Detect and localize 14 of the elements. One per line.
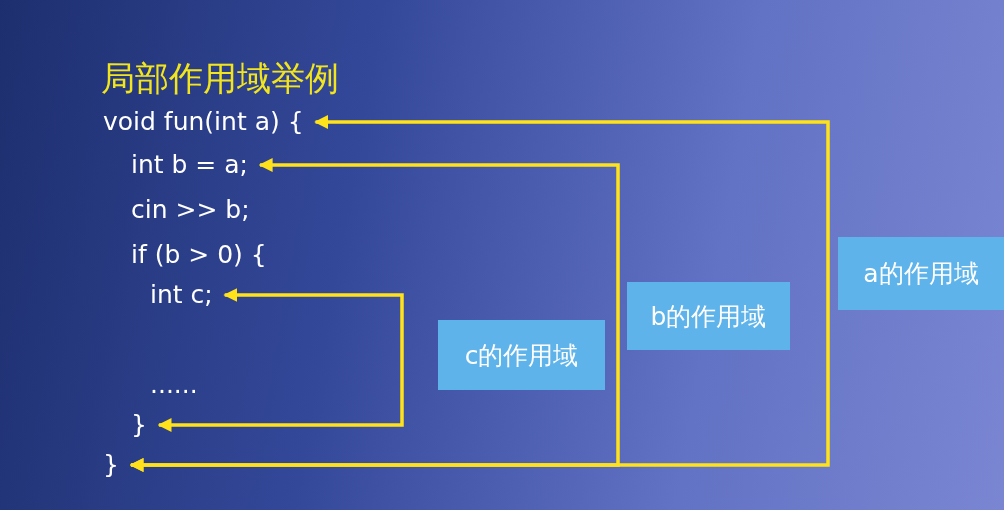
code-line: } — [131, 409, 147, 441]
scope-label: c的作用域 — [438, 320, 605, 390]
scope-arrow — [157, 288, 404, 432]
code-line: cin >> b; — [131, 194, 250, 226]
title: 局部作用域举例 — [101, 57, 339, 100]
scope-arrow — [129, 115, 830, 472]
code-line: if (b > 0) { — [131, 239, 267, 271]
scope-label: a的作用域 — [838, 237, 1004, 310]
code-line: } — [103, 449, 119, 481]
scope-label: b的作用域 — [627, 282, 790, 350]
code-line: ...... — [150, 369, 198, 401]
code-line: int c; — [150, 279, 213, 311]
code-line: void fun(int a) { — [103, 106, 304, 138]
code-line: int b = a; — [131, 149, 248, 181]
